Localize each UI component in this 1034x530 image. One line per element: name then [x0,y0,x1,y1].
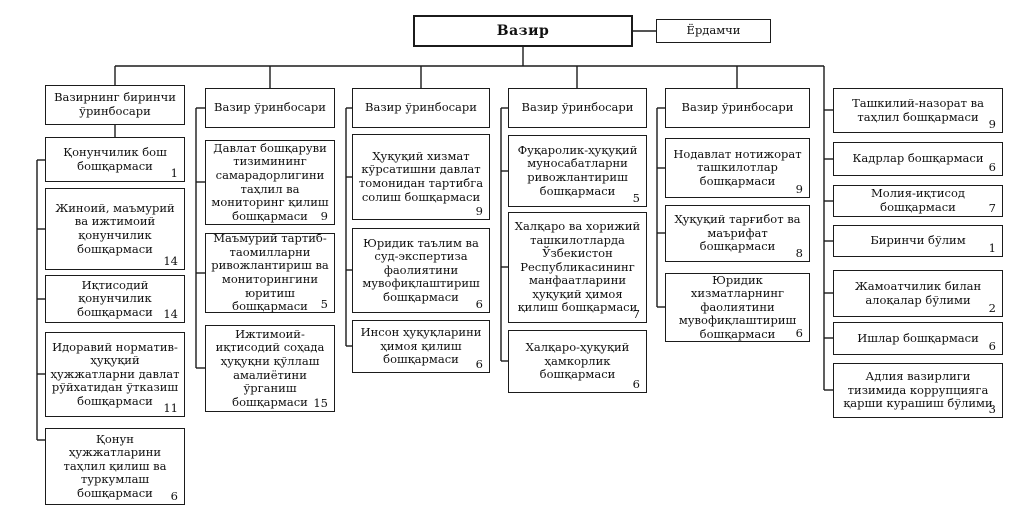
org-box-title: Жамоатчилик билан алоқалар бўлими [854,278,982,307]
org-box-count: 6 [988,160,996,175]
minister-box: Вазир [413,15,633,47]
org-box: Идоравий норматив-ҳуқуқий ҳужжатларни да… [45,332,185,417]
assistant-label: Ёрдамчи [686,23,741,38]
org-box-title: Ишлар бошқармаси [857,330,979,345]
org-box: Юридик таълим ва суд-экспертиза фаолияти… [352,228,490,313]
org-box-title: Нодавлат нотижорат ташкилотлар бошқармас… [673,146,802,188]
org-box-title: Маъмурий тартиб-таомилларни ривожлантири… [211,231,329,314]
org-box-count: 1 [170,166,178,181]
org-box: Ҳуқуқий хизмат кўрсатишни давлат томонид… [352,134,490,220]
org-box-title: Ижтимоий-иқтисодий соҳада ҳуқуқни қўллаш… [215,326,325,409]
org-box-count: 8 [795,246,803,261]
org-box-title: Ҳуқуқий хизмат кўрсатишни давлат томонид… [358,148,484,204]
org-box: Иқтисодий қонунчилик бошқармаси 14 [45,275,185,323]
deputy-label: Вазир ўринбосари [365,100,477,115]
deputy-box: Вазир ўринбосари [352,88,490,128]
org-box: Маъмурий тартиб-таомилларни ривожлантири… [205,231,335,314]
org-box-count: 6 [795,326,803,341]
org-box-count: 11 [163,401,178,416]
org-box-count: 2 [988,301,996,316]
org-box-title: Иқтисодий қонунчилик бошқармаси [77,277,153,319]
org-box-count: 6 [170,489,178,504]
org-box-count: 7 [632,307,640,322]
org-box-title: Қонун ҳужжатларини таҳлил қилиш ва турку… [63,431,167,500]
org-box-count: 6 [632,377,640,392]
org-box: Юридик хизматларнинг фаолиятини мувофиқл… [665,273,810,342]
deputy-box: Вазир ўринбосари [508,88,647,128]
org-box-title: Юридик хизматларнинг фаолиятини мувофиқл… [678,272,797,341]
deputy-label: Вазирнинг биринчи ўринбосари [54,90,176,118]
deputy-box-first: Вазирнинг биринчи ўринбосари [45,85,185,125]
org-box-count: 15 [313,396,328,411]
org-box: Ижтимоий-иқтисодий соҳада ҳуқуқни қўллаш… [205,325,335,412]
org-box-count: 3 [988,402,996,417]
org-box: Фуқаролик-ҳуқуқий муносабатларни ривожла… [508,135,647,207]
org-box-count: 6 [475,357,483,372]
org-box-title: Ташкилий-назорат ва таҳлил бошқармаси [852,95,984,124]
org-box: Қонунчилик бош бошқармаси 1 [45,137,185,182]
deputy-label: Вазир ўринбосари [521,100,634,115]
org-box: Жиноий, маъмурий ва ижтимоий қонунчилик … [45,188,185,270]
org-box: Жамоатчилик билан алоқалар бўлими 2 [833,270,1003,317]
org-box: Халқаро-ҳуқуқий ҳамкорлик бошқармаси 6 [508,330,647,393]
org-box: Қонун ҳужжатларини таҳлил қилиш ва турку… [45,428,185,505]
org-box-count: 14 [163,307,178,322]
org-box: Биринчи бўлим 1 [833,225,1003,257]
org-box-count: 5 [320,297,328,312]
org-box: Халқаро ва хорижий ташкилотларда Ўзбекис… [508,212,647,323]
org-box: Адлия вазирлиги тизимида коррупцияга қар… [833,363,1003,418]
org-box-title: Молия-иқтисод бошқармаси [871,186,965,214]
org-box-count: 6 [475,297,483,312]
deputy-box: Вазир ўринбосари [665,88,810,128]
org-box-title: Идоравий норматив-ҳуқуқий ҳужжатларни да… [50,339,180,408]
org-box-title: Жиноий, маъмурий ва ижтимоий қонунчилик … [55,200,175,256]
minister-label: Вазир [496,22,550,39]
org-box: Нодавлат нотижорат ташкилотлар бошқармас… [665,138,810,198]
org-box: Ташкилий-назорат ва таҳлил бошқармаси 9 [833,88,1003,133]
org-box-count: 9 [320,209,328,224]
org-box-count: 14 [163,254,178,269]
org-box-count: 5 [632,191,640,206]
org-box-count: 7 [988,201,996,216]
org-box-title: Халқаро-ҳуқуқий ҳамкорлик бошқармаси [525,340,630,382]
org-box: Давлат бошқаруви тизимининг самарадорлиг… [205,140,335,225]
org-box-title: Юридик таълим ва суд-экспертиза фаолияти… [362,235,480,304]
org-box: Ҳуқуқий тарғибот ва маърифат бошқармаси … [665,205,810,262]
org-box-title: Ҳуқуқий тарғибот ва маърифат бошқармаси [674,212,801,254]
org-box: Молия-иқтисод бошқармаси 7 [833,185,1003,217]
org-box-count: 1 [988,241,996,256]
org-box: Ишлар бошқармаси 6 [833,322,1003,355]
deputy-label: Вазир ўринбосари [214,100,326,115]
org-box-count: 9 [795,182,803,197]
org-box-count: 6 [988,339,996,354]
org-box-title: Давлат бошқаруви тизимининг самарадорлиг… [211,140,329,223]
org-box-title: Адлия вазирлиги тизимида коррупцияга қар… [843,369,993,411]
org-box-count: 9 [475,204,483,219]
org-box-title: Қонунчилик бош бошқармаси [63,144,167,173]
org-box-title: Инсон ҳуқуқларини ҳимоя қилиш бошқармаси [360,325,482,367]
org-box: Инсон ҳуқуқларини ҳимоя қилиш бошқармаси… [352,320,490,373]
org-box-count: 9 [988,117,996,132]
org-box-title: Халқаро ва хорижий ташкилотларда Ўзбекис… [514,219,641,315]
org-box-title: Биринчи бўлим [870,233,966,248]
org-box-title: Кадрлар бошқармаси [852,151,984,166]
org-box: Кадрлар бошқармаси 6 [833,142,1003,176]
assistant-box: Ёрдамчи [656,19,771,43]
deputy-label: Вазир ўринбосари [681,100,794,115]
org-box-title: Фуқаролик-ҳуқуқий муносабатларни ривожла… [517,142,638,198]
deputy-box: Вазир ўринбосари [205,88,335,128]
